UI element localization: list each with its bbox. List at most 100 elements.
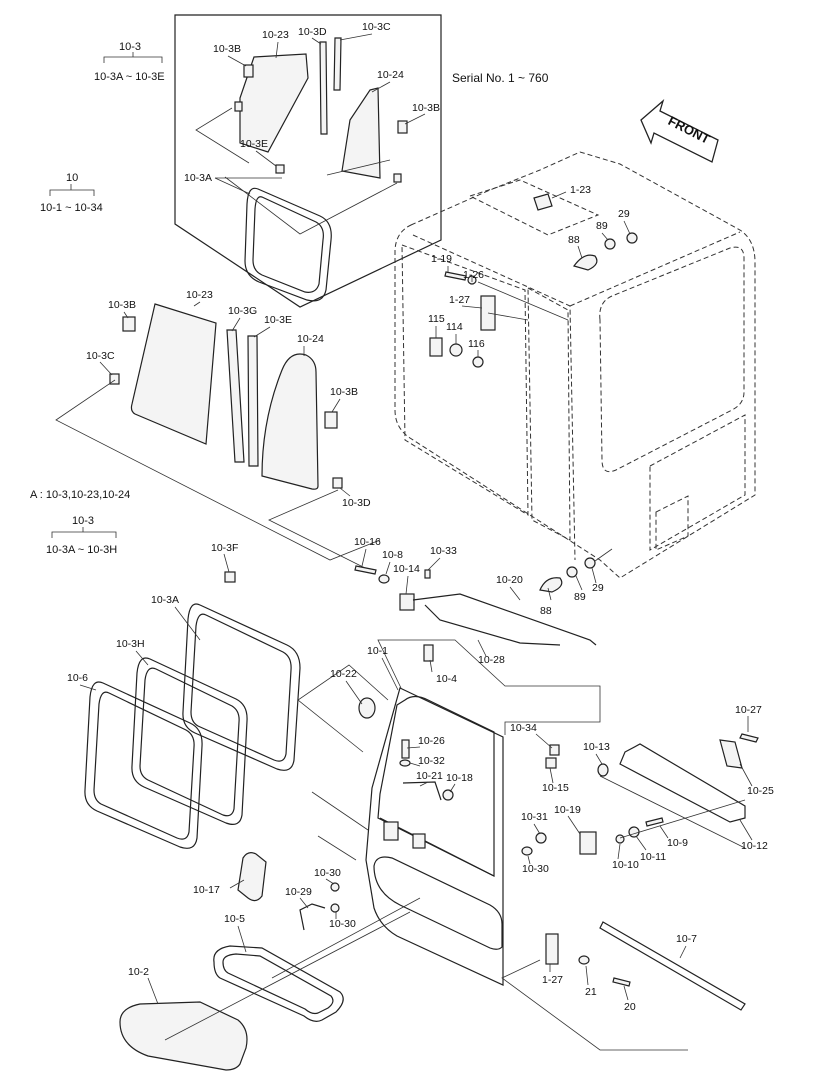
- label-10-34: 10-34: [510, 722, 537, 734]
- cab-body: [394, 151, 756, 579]
- block-10-3C-top: [234, 101, 243, 112]
- glass-10-23-top: [239, 53, 309, 153]
- label-1-27: 1-27: [542, 974, 563, 986]
- channel-10-3G: [226, 329, 245, 463]
- door-10-1: [365, 687, 504, 986]
- label-10-8: 10-8: [382, 549, 403, 561]
- label-10-32: 10-32: [418, 755, 445, 767]
- mirror-88-low: [539, 577, 563, 593]
- plate-115: [429, 337, 443, 357]
- label-10-3D: 10-3D: [342, 497, 371, 509]
- seal-10-6: [84, 681, 203, 849]
- latch-plate: [412, 833, 426, 849]
- label-116: 116: [468, 338, 485, 350]
- part-10-18: [442, 789, 454, 801]
- washer-10-30-b: [330, 903, 340, 913]
- label-29: 29: [618, 208, 630, 220]
- group-label-top: 10-3: [72, 515, 94, 527]
- label-10-3H: 10-3H: [116, 638, 145, 650]
- group-bracket-10: 10 10-1 ~ 10-34: [40, 172, 103, 214]
- rod-10-21: [402, 781, 442, 801]
- part-10-34: [549, 744, 560, 756]
- pad-10-17: [237, 852, 267, 902]
- label-10-11: 10-11: [640, 851, 666, 863]
- label-89: 89: [574, 591, 586, 603]
- group-label-top: 10: [66, 172, 78, 184]
- label-10-13: 10-13: [583, 741, 610, 753]
- leader-lines: [79, 33, 753, 1005]
- label-89: 89: [596, 220, 608, 232]
- label-10-17: 10-17: [193, 884, 220, 896]
- seal-10-6-inner: [93, 691, 195, 840]
- rod-10-28: [424, 604, 561, 646]
- label-10-3B: 10-3B: [412, 102, 440, 114]
- channel-10-3C-top: [333, 37, 342, 91]
- label-29: 29: [592, 582, 604, 594]
- label-10-6: 10-6: [67, 672, 88, 684]
- label-1-27: 1-27: [449, 294, 470, 306]
- label-10-30: 10-30: [329, 918, 356, 930]
- label-10-3E: 10-3E: [240, 138, 268, 150]
- part-labels: 10-23 10-3D 10-3C 10-3B 10-24 10-3B 10-3…: [67, 21, 774, 1013]
- washer-10-10: [615, 834, 625, 844]
- glass-10-24-top: [341, 87, 381, 179]
- label-10-33: 10-33: [430, 545, 457, 557]
- label-21: 21: [585, 986, 597, 998]
- bolt-10-27: [739, 733, 759, 743]
- seal-10-5: [213, 945, 344, 1022]
- label-10-3B: 10-3B: [108, 299, 136, 311]
- washer-10-30-a: [330, 882, 340, 892]
- glass-10-2: [119, 1001, 248, 1071]
- label-10-7: 10-7: [676, 933, 697, 945]
- glass-10-24-mid: [261, 353, 319, 490]
- label-10-3G: 10-3G: [228, 305, 257, 317]
- group-bracket-10-3-b: 10-3 10-3A ~ 10-3H: [46, 515, 117, 556]
- label-10-3C: 10-3C: [86, 350, 115, 362]
- hinge-1-27-low: [545, 933, 559, 965]
- label-1-19: 1-19: [431, 253, 452, 265]
- bumper-10-13: [597, 763, 609, 777]
- clip-10-3B-top2: [397, 120, 408, 134]
- seal-10-3H: [131, 657, 248, 825]
- clip-10-3B-mid1: [122, 316, 136, 332]
- pin-10-4: [423, 644, 434, 662]
- label-10-31: 10-31: [521, 811, 548, 823]
- clip-10-3B-top1: [243, 64, 254, 78]
- arm-10-12: [619, 743, 746, 823]
- label-10-9: 10-9: [667, 837, 688, 849]
- label-10-24: 10-24: [377, 69, 404, 81]
- group-label-range: 10-3A ~ 10-3H: [46, 544, 117, 556]
- rod-10-7: [599, 921, 746, 1011]
- block-10-3D-mid: [332, 477, 343, 489]
- label-10-27: 10-27: [735, 704, 762, 716]
- label-88: 88: [540, 605, 552, 617]
- bolt-10-16: [354, 565, 377, 575]
- seal-10-3A-top-inner: [252, 196, 324, 293]
- hinge-10-25: [719, 739, 743, 769]
- nut-10-11: [628, 826, 640, 838]
- label-10-18: 10-18: [446, 772, 473, 784]
- handle-10-14: [399, 593, 415, 611]
- label-10-3B: 10-3B: [213, 43, 241, 55]
- serial-number: Serial No. 1 ~ 760: [452, 71, 549, 85]
- nut-29-low: [584, 557, 596, 569]
- label-10-29: 10-29: [285, 886, 312, 898]
- part-10-15: [545, 757, 557, 769]
- bracket-1-23: [533, 193, 553, 211]
- label-88: 88: [568, 234, 580, 246]
- rod-10-20: [412, 593, 597, 646]
- label-10-5: 10-5: [224, 913, 245, 925]
- seal-10-3A-low-inner: [190, 613, 292, 762]
- screw-10-33: [424, 569, 431, 579]
- clip-10-3B-mid2: [324, 411, 338, 429]
- part-116: [472, 356, 484, 368]
- label-10-15: 10-15: [542, 782, 569, 794]
- label-10-3C: 10-3C: [362, 21, 391, 33]
- washer-89-top: [604, 238, 616, 250]
- label-10-12: 10-12: [741, 840, 768, 852]
- label-10-10: 10-10: [612, 859, 639, 871]
- label-1-23: 1-23: [570, 184, 591, 196]
- note-a: A : 10-3,10-23,10-24: [30, 489, 130, 501]
- label-1-26: 1-26: [463, 269, 484, 281]
